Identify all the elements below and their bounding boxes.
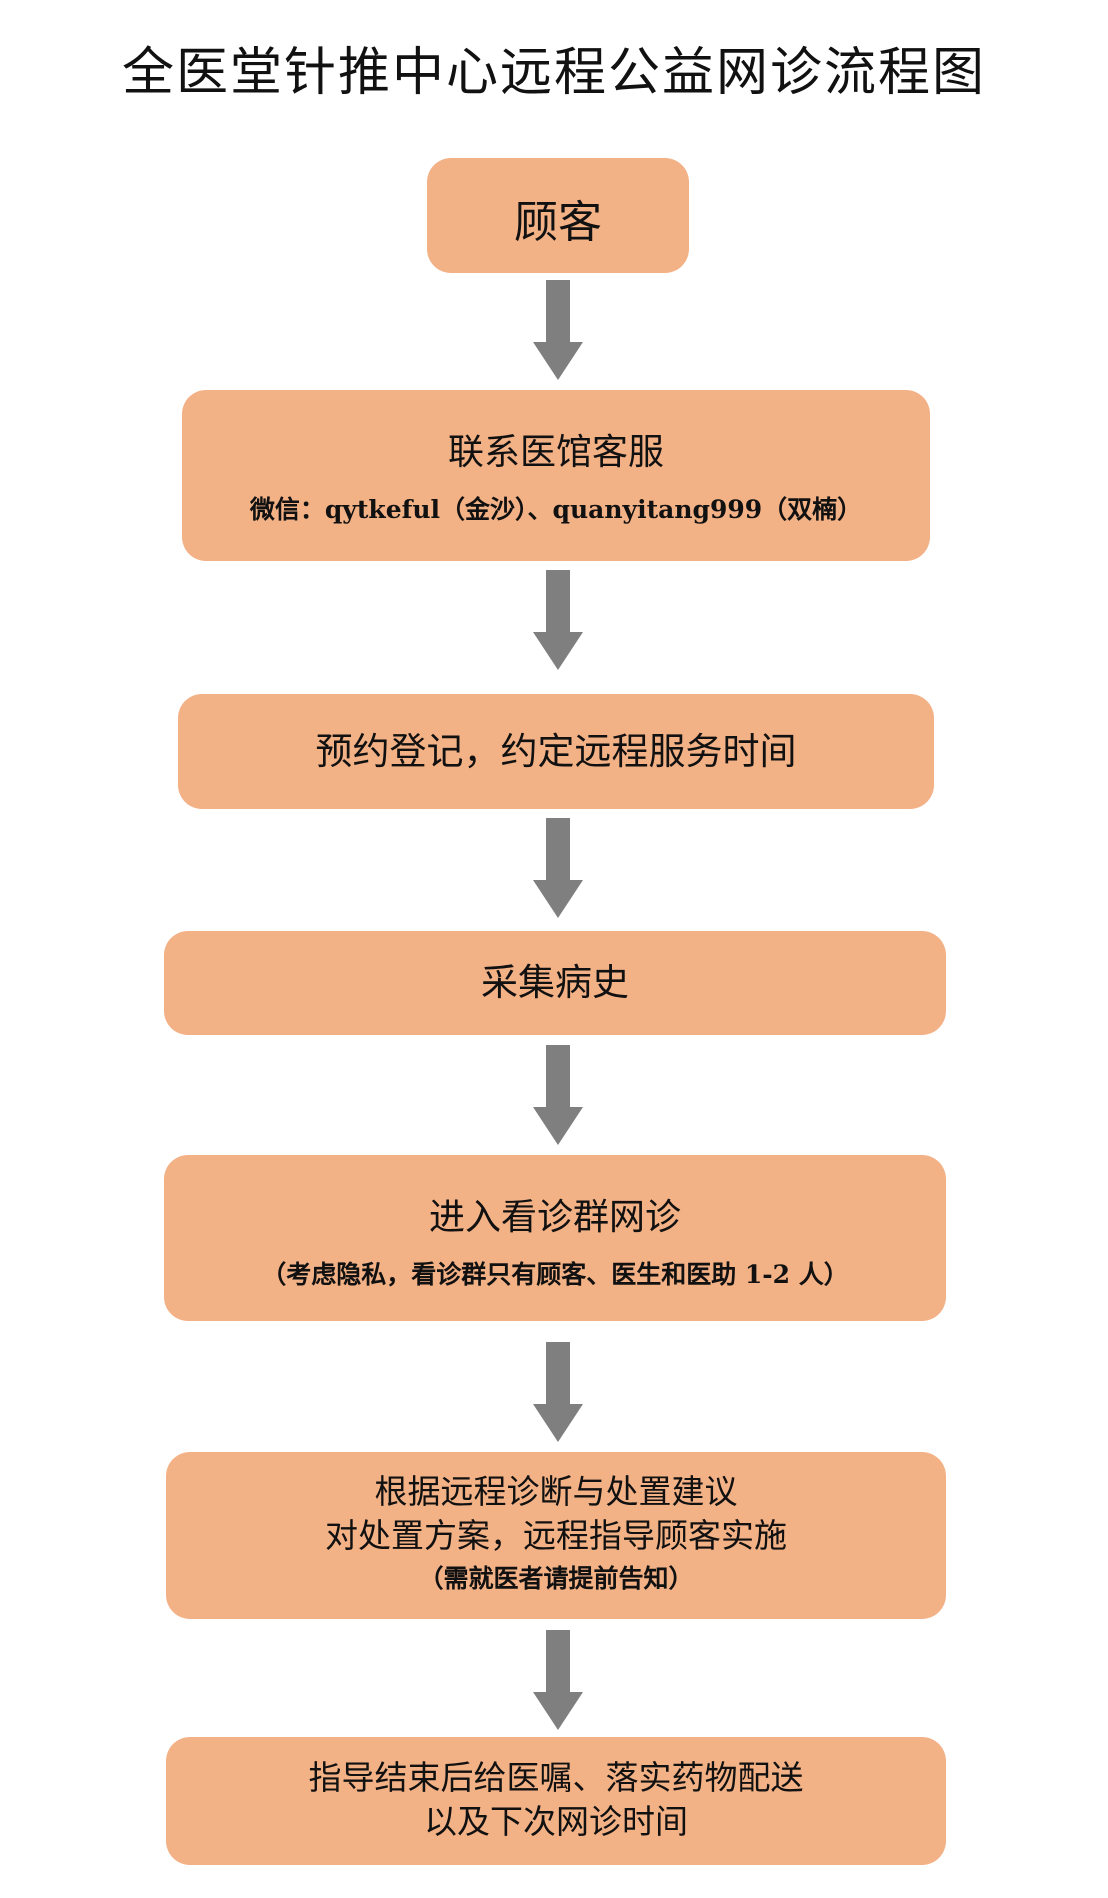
step-note: （需就医者请提前告知） [418,1564,694,1593]
step-history: 采集病史 [164,931,946,1035]
step-label: 以及下次网诊时间 [424,1802,688,1841]
step-note: （考虑隐私，看诊群只有顾客、医生和医助 1-2 人） [261,1260,849,1289]
step-label: 指导结束后给医嘱、落实药物配送 [308,1758,804,1797]
step-label: 预约登记，约定远程服务时间 [315,730,797,773]
step-contact-service: 联系医馆客服 微信：qytkeful（金沙）、quanyitang999（双楠） [182,390,930,561]
step-label: 联系医馆客服 [447,432,664,473]
diagram-title: 全医堂针推中心远程公益网诊流程图 [121,43,986,103]
step-group-consultation: 进入看诊群网诊 （考虑隐私，看诊群只有顾客、医生和医助 1-2 人） [164,1155,946,1321]
down-arrow-icon [533,570,583,670]
step-note: 微信：qytkeful（金沙）、quanyitang999（双楠） [249,495,863,524]
step-label: 对处置方案，远程指导顾客实施 [325,1516,787,1555]
step-booking: 预约登记，约定远程服务时间 [178,694,934,809]
down-arrow-icon [533,280,583,380]
step-label: 进入看诊群网诊 [428,1197,681,1238]
down-arrow-icon [533,1045,583,1145]
down-arrow-icon [533,1342,583,1442]
step-label: 顾客 [514,197,602,248]
step-follow-up: 指导结束后给医嘱、落实药物配送 以及下次网诊时间 [166,1737,946,1865]
step-remote-guidance: 根据远程诊断与处置建议 对处置方案，远程指导顾客实施 （需就医者请提前告知） [166,1452,946,1619]
down-arrow-icon [533,1630,583,1730]
step-label: 采集病史 [481,961,629,1004]
step-label: 根据远程诊断与处置建议 [374,1472,738,1511]
down-arrow-icon [533,818,583,918]
step-customer: 顾客 [427,158,689,273]
